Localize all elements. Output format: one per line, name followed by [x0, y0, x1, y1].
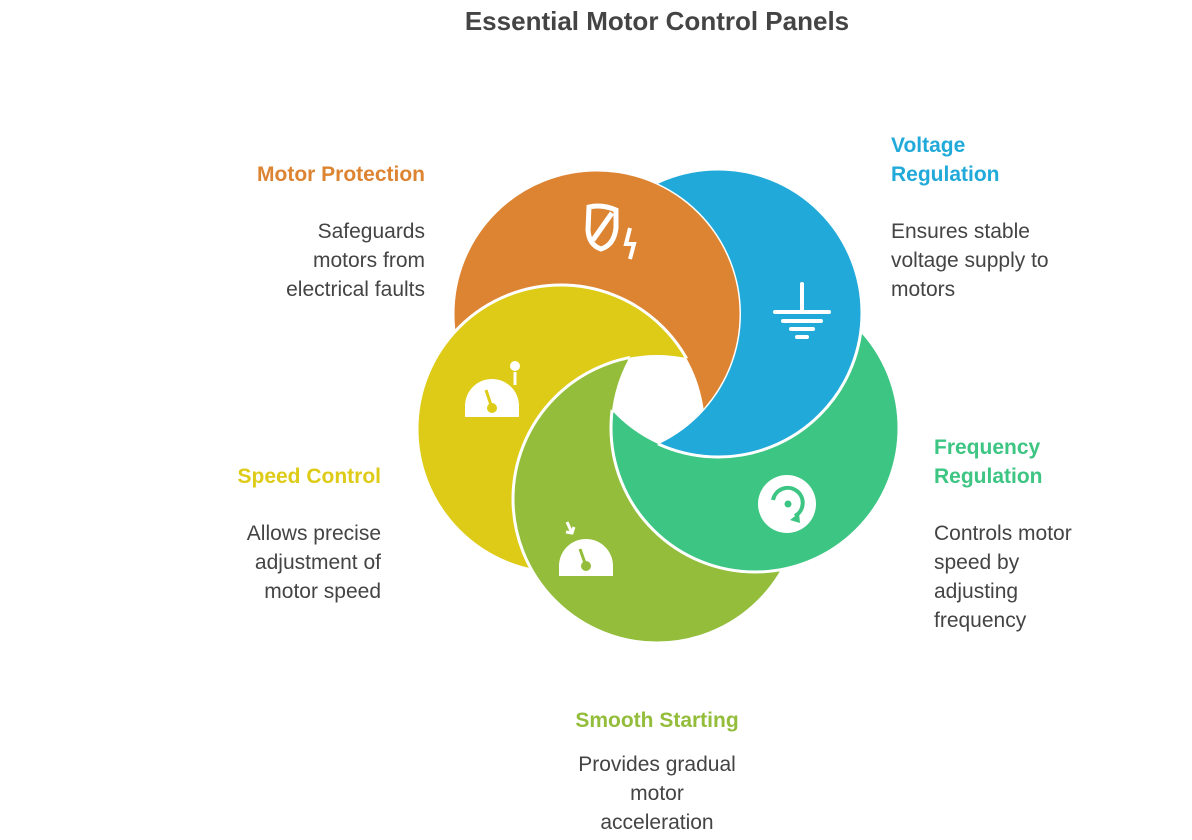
item-body-line: acceleration [600, 811, 714, 834]
diagram-title: Essential Motor Control Panels [464, 6, 850, 36]
petal-voltage-regulation [572, 167, 864, 459]
item-body-line: motors [891, 278, 956, 301]
item-body-line: Ensures stable [891, 220, 1030, 243]
gauge-arrow-icon [559, 521, 613, 576]
item-title-line: Regulation [891, 163, 1000, 186]
item-body-line: Safeguards [317, 220, 425, 243]
item-frequency-regulation: Frequency Regulation Controls motor spee… [934, 433, 1072, 635]
item-body-line: voltage supply to [891, 249, 1049, 272]
gauge-lever-icon [465, 361, 520, 417]
item-title-line: Frequency [934, 436, 1041, 459]
item-motor-protection: Motor Protection Safeguards motors from … [257, 160, 425, 304]
item-body-line: Provides gradual [578, 753, 736, 776]
item-body-line: motor [630, 782, 684, 805]
item-smooth-starting: Smooth Starting Provides gradual motor a… [507, 706, 807, 837]
item-title-line: Regulation [934, 465, 1043, 488]
rotate-dial-icon [758, 475, 816, 533]
item-body-line: Allows precise [246, 522, 381, 545]
item-body-line: speed by [934, 551, 1020, 574]
item-body-line: frequency [934, 609, 1027, 632]
item-body-line: adjusting [934, 580, 1019, 603]
item-body-line: Controls motor [934, 522, 1072, 545]
item-title-line: Voltage [891, 134, 966, 157]
item-title: Smooth Starting [575, 709, 739, 732]
item-speed-control: Speed Control Allows precise adjustment … [237, 462, 381, 606]
shield-bolt-icon [585, 203, 637, 260]
item-body-line: motor speed [264, 580, 381, 603]
item-body-line: adjustment of [254, 551, 381, 574]
item-title: Speed Control [237, 465, 381, 488]
item-body-line: electrical faults [286, 278, 425, 301]
item-title: Motor Protection [257, 163, 425, 186]
item-voltage-regulation: Voltage Regulation Ensures stable voltag… [891, 131, 1049, 304]
item-body-line: motors from [312, 249, 425, 272]
ground-icon [773, 282, 831, 339]
